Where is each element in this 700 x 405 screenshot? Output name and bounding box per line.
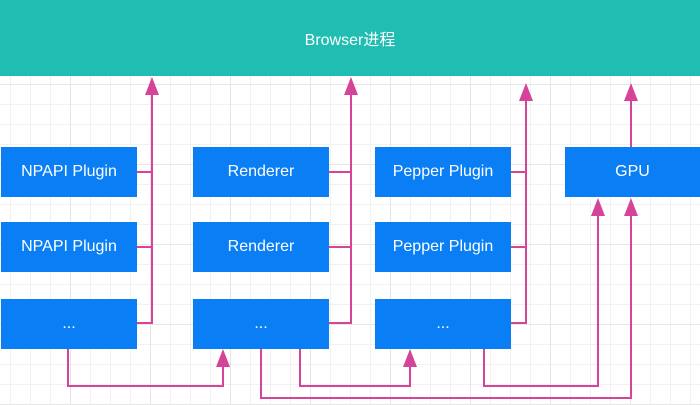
pepper-plugin-label: Pepper Plugin (392, 238, 494, 255)
connector-renderer-to-browser (328, 171, 352, 324)
renderer-more-box: ... (193, 299, 329, 349)
connector-pepper-to-browser (511, 171, 527, 324)
arrowhead-renderer-browser (344, 77, 358, 95)
connector-renderer-to-pepper (299, 349, 411, 387)
arrowhead-pepper-gpu (591, 198, 605, 216)
renderer-more-label: ... (254, 315, 268, 332)
npapi-plugin-box: NPAPI Plugin (1, 222, 137, 272)
pepper-plugin-label: Pepper Plugin (392, 163, 494, 180)
pepper-plugin-box: Pepper Plugin (375, 222, 511, 272)
arrowhead-pepper-browser (519, 83, 533, 101)
renderer-box: Renderer (193, 147, 329, 197)
pepper-more-label: ... (436, 315, 450, 332)
npapi-plugin-label: NPAPI Plugin (21, 163, 117, 180)
connector-npapi-to-browser (136, 171, 153, 324)
browser-process-box: Browser进程 (0, 0, 700, 76)
pepper-more-box: ... (375, 299, 511, 349)
renderer-label: Renderer (227, 238, 295, 255)
gpu-process-label: GPU (615, 163, 650, 180)
arrowhead-gpu-browser (624, 83, 638, 101)
npapi-plugin-label: NPAPI Plugin (21, 238, 117, 255)
arrowhead-renderer-gpu (624, 198, 638, 216)
npapi-more-box: ... (1, 299, 137, 349)
npapi-more-label: ... (62, 315, 76, 332)
arrowhead-renderer-pepper (403, 349, 417, 367)
arrowhead-npapi-browser (145, 77, 159, 95)
pepper-plugin-box: Pepper Plugin (375, 147, 511, 197)
browser-process-label: Browser进程 (304, 32, 396, 49)
renderer-box: Renderer (193, 222, 329, 272)
connector-npapi-to-renderer (67, 349, 224, 387)
npapi-plugin-box: NPAPI Plugin (1, 147, 137, 197)
arrowhead-npapi-renderer (216, 349, 230, 367)
renderer-label: Renderer (227, 163, 295, 180)
gpu-process-box: GPU (565, 147, 700, 197)
